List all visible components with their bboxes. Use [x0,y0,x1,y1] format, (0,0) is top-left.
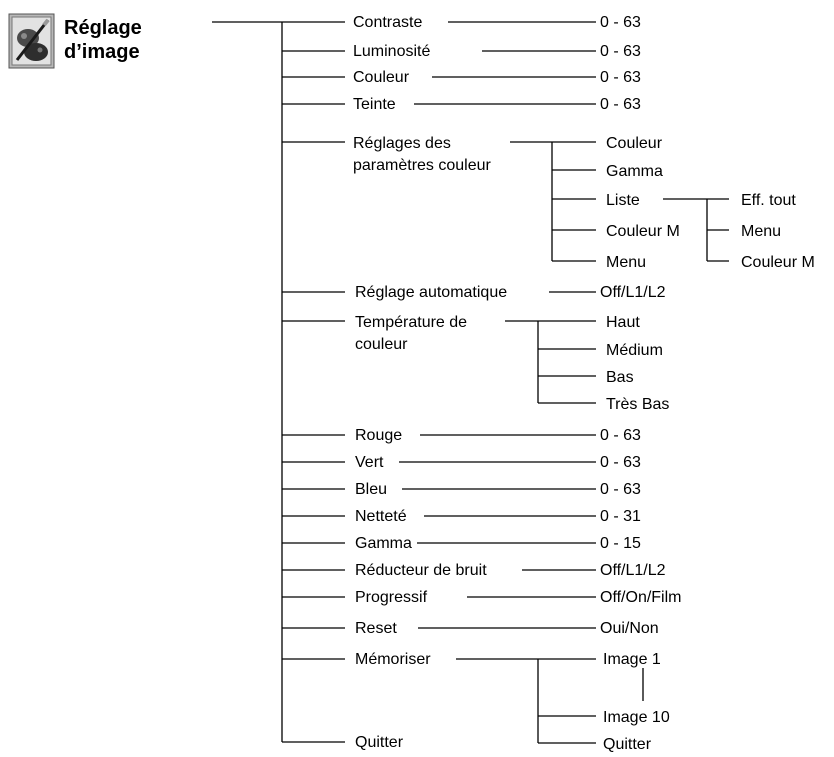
palette-brush-icon [8,13,55,69]
value-reset: Oui/Non [600,620,659,637]
liste-eff-tout: Eff. tout [741,192,796,209]
item-vert: Vert [355,454,384,471]
item-teinte: Teinte [353,96,396,113]
liste-couleur-m: Couleur M [741,254,815,271]
value-vert: 0 - 63 [600,454,641,471]
memoriser-quitter: Quitter [603,736,652,753]
item-reglage-automatique: Réglage automatique [355,284,507,301]
item-couleur: Couleur [353,69,410,86]
value-couleur: 0 - 63 [600,69,641,86]
item-bleu: Bleu [355,481,387,498]
item-contraste: Contraste [353,14,422,31]
value-bleu: 0 - 63 [600,481,641,498]
liste-menu: Menu [741,223,781,240]
memoriser-image-10: Image 10 [603,709,670,726]
value-nettete: 0 - 31 [600,508,641,525]
item-reglages-parametres-line-1: Réglages des [353,135,451,152]
value-gamma: 0 - 15 [600,535,641,552]
subitem-liste: Liste [606,192,640,209]
item-temperature-line-2: couleur [355,336,408,353]
value-progressif: Off/On/Film [600,589,682,606]
item-reglages-parametres-line-2: paramètres couleur [353,157,492,174]
item-luminosite: Luminosité [353,43,430,60]
item-nettete: Netteté [355,508,407,525]
value-contraste: 0 - 63 [600,14,641,31]
title-line-1: Réglage [64,17,142,39]
item-memoriser: Mémoriser [355,651,431,668]
item-temperature-line-1: Température de [355,314,467,331]
temp-haut: Haut [606,314,640,331]
subitem-couleur: Couleur [606,135,663,152]
value-reglage-automatique: Off/L1/L2 [600,284,666,301]
item-reset: Reset [355,620,397,637]
temp-bas: Bas [606,369,634,386]
temp-tres-bas: Très Bas [606,396,669,413]
title-line-2: d’image [64,41,140,63]
item-reducteur-de-bruit: Réducteur de bruit [355,562,487,579]
subitem-gamma: Gamma [606,163,663,180]
item-progressif: Progressif [355,589,428,606]
tree-connectors [212,21,729,744]
subitem-couleur-m: Couleur M [606,223,680,240]
value-teinte: 0 - 63 [600,96,641,113]
value-reducteur-de-bruit: Off/L1/L2 [600,562,666,579]
item-rouge: Rouge [355,427,402,444]
temp-medium: Médium [606,342,663,359]
item-quitter: Quitter [355,734,404,751]
subitem-menu: Menu [606,254,646,271]
value-luminosite: 0 - 63 [600,43,641,60]
value-rouge: 0 - 63 [600,427,641,444]
memoriser-image-1: Image 1 [603,651,661,668]
item-gamma: Gamma [355,535,412,552]
